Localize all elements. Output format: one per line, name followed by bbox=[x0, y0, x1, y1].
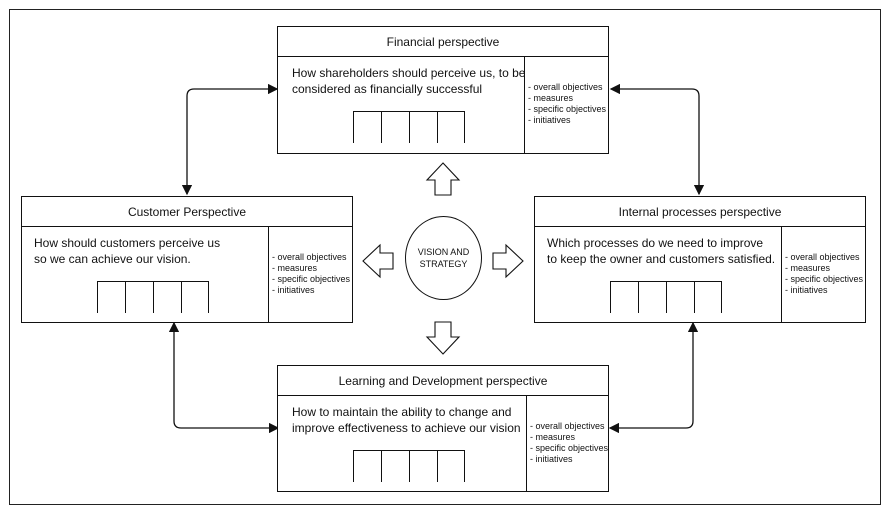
customer-perspective-box: Customer Perspective How should customer… bbox=[21, 196, 353, 323]
table-cell bbox=[97, 282, 125, 313]
list-item: - specific objectives bbox=[528, 104, 607, 114]
table-cell bbox=[694, 282, 722, 313]
block-arrow-up bbox=[425, 162, 461, 196]
table-cell bbox=[409, 112, 437, 143]
block-arrow-left bbox=[362, 243, 394, 279]
table-cell bbox=[437, 112, 465, 143]
vision-label-line2: STRATEGY bbox=[419, 259, 468, 269]
table-cell bbox=[409, 451, 437, 482]
table-cell bbox=[353, 112, 381, 143]
internal-question-line1: Which processes do we need to improve bbox=[547, 236, 764, 250]
financial-question-line2: considered as financially successful bbox=[292, 82, 483, 96]
list-item: - initiatives bbox=[528, 115, 571, 125]
table-cell bbox=[381, 451, 409, 482]
list-item: - measures bbox=[528, 93, 574, 103]
list-item: - initiatives bbox=[530, 454, 573, 464]
financial-title: Financial perspective bbox=[278, 27, 608, 57]
table-cell bbox=[181, 282, 209, 313]
financial-mini-table bbox=[353, 111, 465, 143]
learning-mini-table bbox=[353, 450, 465, 482]
list-item: - measures bbox=[272, 263, 318, 273]
learning-question-line1: How to maintain the ability to change an… bbox=[292, 405, 512, 419]
financial-items: - overall objectives - measures - specif… bbox=[524, 57, 608, 153]
vision-strategy-circle: VISION AND STRATEGY bbox=[405, 216, 482, 300]
learning-perspective-box: Learning and Development perspective How… bbox=[277, 365, 609, 492]
connector-financial-internal bbox=[609, 83, 705, 196]
internal-items: - overall objectives - measures - specif… bbox=[781, 227, 865, 322]
learning-items: - overall objectives - measures - specif… bbox=[526, 396, 608, 491]
list-item: - initiatives bbox=[272, 285, 315, 295]
diagram-frame bbox=[9, 9, 881, 505]
financial-question: How shareholders should perceive us, to … bbox=[292, 65, 525, 97]
block-arrow-right bbox=[492, 243, 524, 279]
internal-title: Internal processes perspective bbox=[535, 197, 865, 227]
learning-question: How to maintain the ability to change an… bbox=[292, 404, 521, 436]
list-item: - specific objectives bbox=[530, 443, 609, 453]
connector-financial-customer bbox=[181, 83, 279, 196]
connector-internal-learning bbox=[608, 321, 699, 434]
customer-question-line2: so we can achieve our vision. bbox=[34, 252, 191, 266]
customer-title: Customer Perspective bbox=[22, 197, 352, 227]
table-cell bbox=[638, 282, 666, 313]
table-cell bbox=[437, 451, 465, 482]
table-cell bbox=[381, 112, 409, 143]
list-item: - overall objectives bbox=[272, 252, 347, 262]
list-item: - initiatives bbox=[785, 285, 828, 295]
internal-mini-table bbox=[610, 281, 722, 313]
financial-question-line1: How shareholders should perceive us, to … bbox=[292, 66, 526, 80]
internal-question-line2: to keep the owner and customers satisfie… bbox=[547, 252, 776, 266]
financial-perspective-box: Financial perspective How shareholders s… bbox=[277, 26, 609, 154]
vision-label-line1: VISION AND bbox=[417, 247, 470, 257]
list-item: - overall objectives bbox=[528, 82, 603, 92]
learning-question-line2: improve effectiveness to achieve our vis… bbox=[292, 421, 521, 435]
customer-question: How should customers perceive us so we c… bbox=[34, 235, 220, 267]
table-cell bbox=[610, 282, 638, 313]
list-item: - specific objectives bbox=[272, 274, 351, 284]
customer-items: - overall objectives - measures - specif… bbox=[268, 227, 352, 322]
internal-question: Which processes do we need to improve to… bbox=[547, 235, 775, 267]
internal-perspective-box: Internal processes perspective Which pro… bbox=[534, 196, 866, 323]
table-cell bbox=[125, 282, 153, 313]
block-arrow-down bbox=[425, 321, 461, 355]
connector-customer-learning bbox=[168, 321, 280, 434]
customer-mini-table bbox=[97, 281, 209, 313]
list-item: - overall objectives bbox=[785, 252, 860, 262]
learning-title: Learning and Development perspective bbox=[278, 366, 608, 396]
table-cell bbox=[666, 282, 694, 313]
list-item: - specific objectives bbox=[785, 274, 864, 284]
table-cell bbox=[353, 451, 381, 482]
list-item: - overall objectives bbox=[530, 421, 605, 431]
table-cell bbox=[153, 282, 181, 313]
list-item: - measures bbox=[530, 432, 576, 442]
customer-question-line1: How should customers perceive us bbox=[34, 236, 221, 250]
list-item: - measures bbox=[785, 263, 831, 273]
